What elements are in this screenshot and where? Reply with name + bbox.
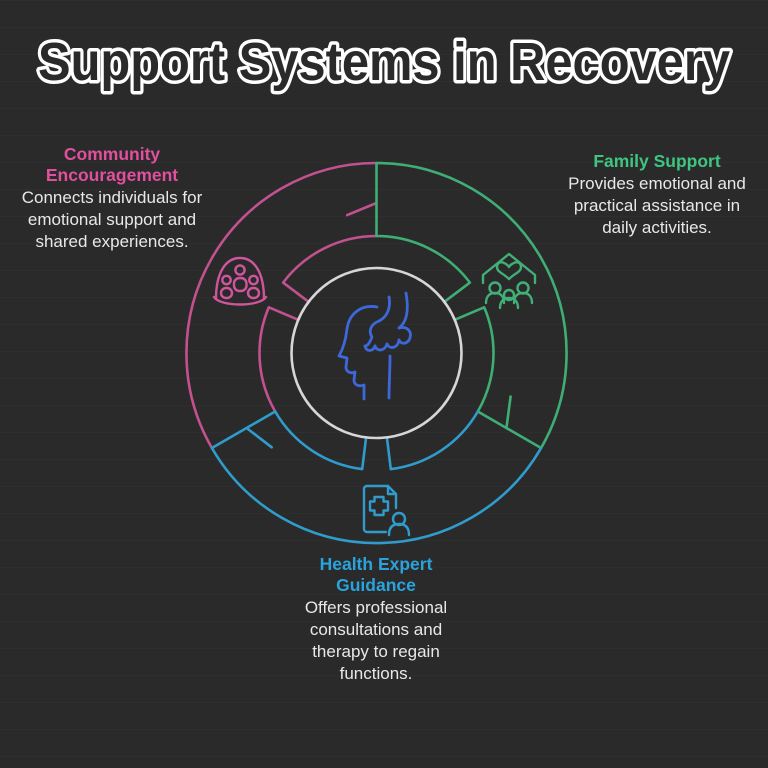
section-health-body: Offers professional consultations and th… — [304, 598, 448, 683]
family-direction-chevron — [505, 395, 512, 430]
page-title: Support Systems in Recovery — [38, 32, 730, 92]
section-health-heading: Health Expert Guidance — [319, 554, 433, 595]
family-home-heart-icon — [481, 252, 537, 310]
wheel — [185, 161, 568, 545]
health-direction-chevron — [245, 426, 273, 449]
segment-family-arc — [375, 161, 568, 450]
section-family-heading: Family Support — [593, 151, 721, 171]
medical-document-person-icon — [362, 484, 411, 537]
section-community-heading: Community Encouragement — [45, 144, 179, 185]
section-family-body: Provides emotional and practical assista… — [568, 174, 746, 237]
center-circle — [290, 266, 463, 440]
segment-health-arc — [210, 410, 543, 545]
community-direction-chevron — [345, 201, 378, 217]
section-family: Family Support Provides emotional and pr… — [564, 151, 750, 239]
segment-community-arc — [185, 161, 378, 450]
section-community-body: Connects individuals for emotional suppo… — [21, 188, 203, 251]
head-with-supporting-hand-icon — [337, 291, 412, 401]
section-health: Health Expert Guidance Offers profession… — [280, 554, 472, 685]
section-community: Community Encouragement Connects individ… — [16, 144, 208, 253]
community-group-icon — [212, 256, 268, 306]
